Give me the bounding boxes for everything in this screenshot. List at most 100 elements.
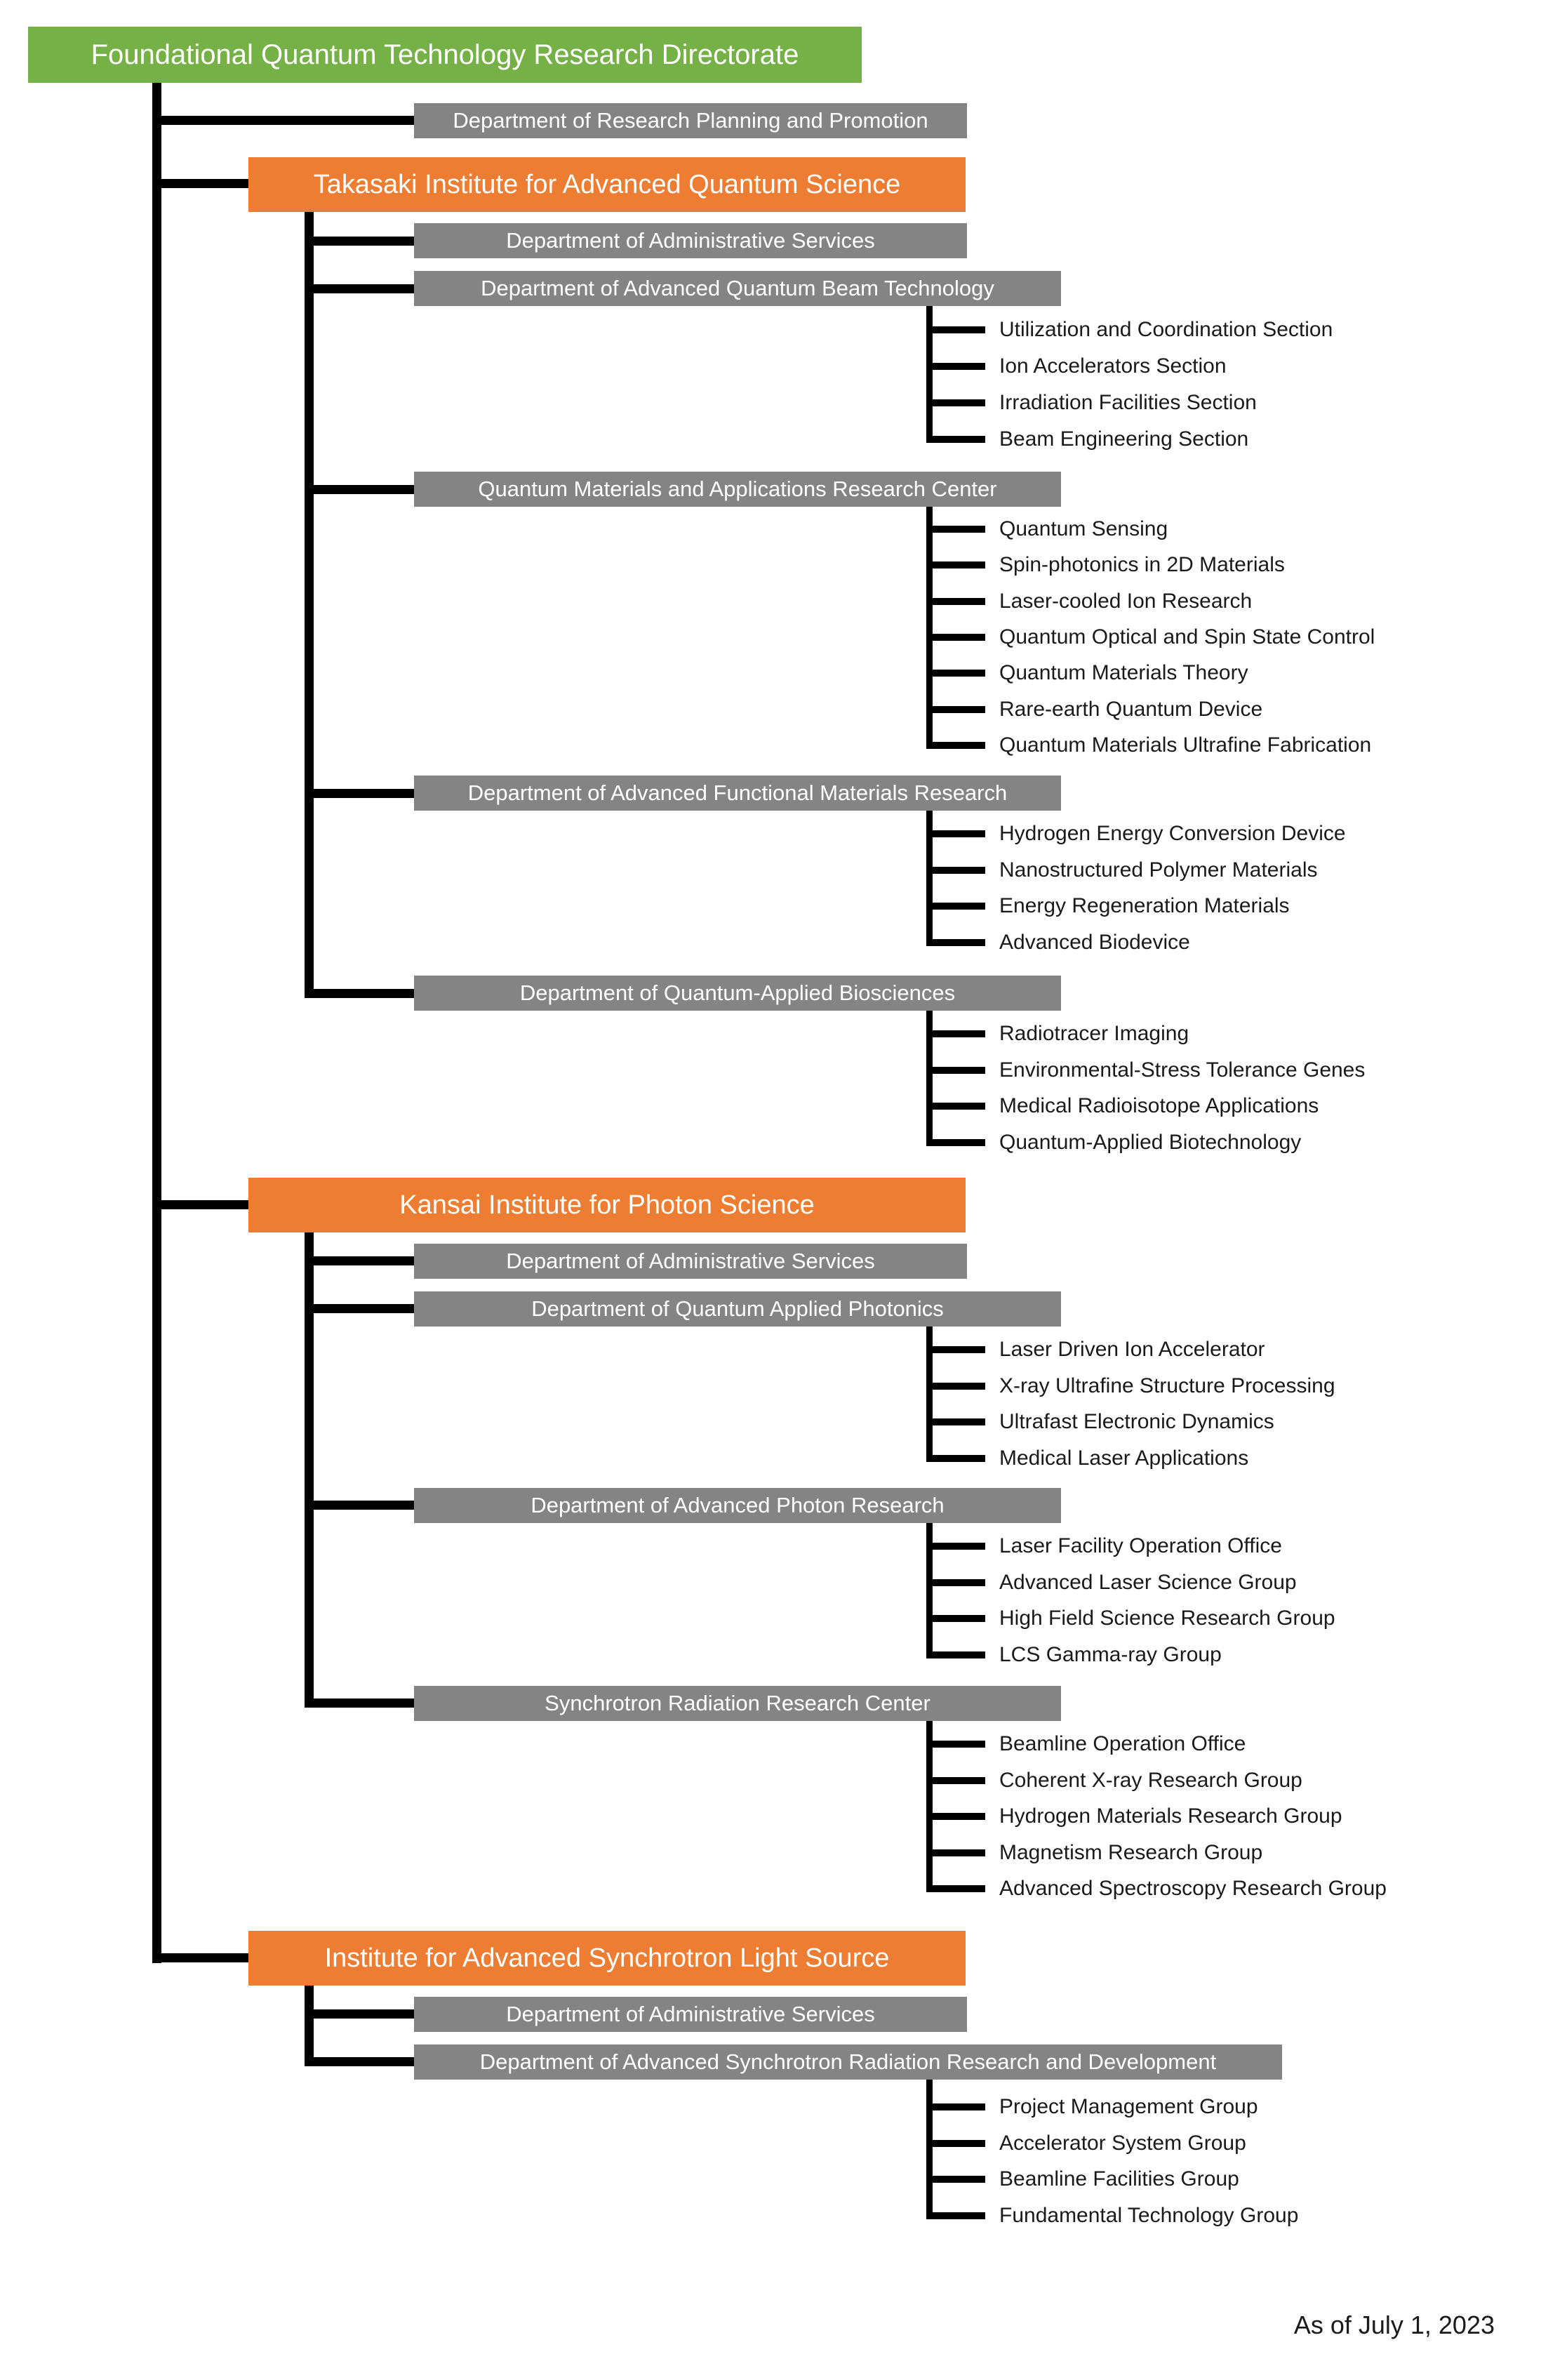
unit-label: Laser Driven Ion Accelerator: [999, 1338, 1265, 1361]
connector-tick: [926, 1455, 985, 1462]
unit-label: Advanced Biodevice: [999, 931, 1190, 954]
connector-tick: [926, 2212, 985, 2219]
institute-box-takasaki: Takasaki Institute for Advanced Quantum …: [248, 157, 966, 212]
connector-tick: [926, 634, 985, 641]
connector-line-units: [926, 1523, 933, 1658]
as-of-date: As of July 1, 2023: [1293, 2311, 1495, 2339]
department-box-takasaki-admin: Department of Administrative Services: [414, 223, 967, 258]
connector-tick: [926, 939, 985, 946]
connector-tick: [926, 742, 985, 749]
department-box-iasls-admin: Department of Administrative Services: [414, 1997, 967, 2032]
connector-tick: [926, 1579, 985, 1586]
institute-box-kansai: Kansai Institute for Photon Science: [248, 1178, 966, 1232]
connector-line-takasaki-trunk: [305, 212, 314, 998]
unit-label: Beam Engineering Section: [999, 427, 1249, 451]
department-box-advanced-photon-research: Department of Advanced Photon Research: [414, 1488, 1061, 1523]
unit-label: Nanostructured Polymer Materials: [999, 858, 1318, 882]
connector-line-units: [926, 507, 933, 745]
connector-line: [305, 237, 414, 246]
department-box-synchrotron-radiation-center: Synchrotron Radiation Research Center: [414, 1686, 1061, 1721]
connector-line-units: [926, 1011, 933, 1145]
connector-line: [305, 485, 414, 494]
connector-tick: [926, 1346, 985, 1353]
connector-line-units: [926, 2080, 933, 2219]
connector-line: [152, 1200, 248, 1209]
connector-tick: [926, 1777, 985, 1784]
department-box-quantum-materials-center: Quantum Materials and Applications Resea…: [414, 472, 1061, 507]
connector-tick: [926, 363, 985, 370]
connector-tick: [926, 1885, 985, 1892]
connector-line: [305, 789, 414, 798]
connector-tick: [926, 1030, 985, 1037]
unit-label: X-ray Ultrafine Structure Processing: [999, 1374, 1335, 1397]
department-box-quantum-applied-photonics: Department of Quantum Applied Photonics: [414, 1291, 1061, 1327]
connector-tick: [926, 1543, 985, 1550]
department-box-research-planning: Department of Research Planning and Prom…: [414, 103, 967, 138]
connector-tick: [926, 706, 985, 713]
connector-line: [305, 284, 414, 293]
connector-line: [305, 1304, 414, 1313]
connector-tick: [926, 436, 985, 443]
unit-label: Accelerator System Group: [999, 2132, 1246, 2155]
connector-line-units: [926, 811, 933, 945]
unit-label: Project Management Group: [999, 2095, 1258, 2118]
connector-line: [152, 116, 414, 125]
connector-tick: [926, 526, 985, 533]
unit-label: Utilization and Coordination Section: [999, 318, 1333, 341]
unit-label: Medical Laser Applications: [999, 1447, 1249, 1470]
connector-line: [152, 1953, 248, 1962]
connector-tick: [926, 903, 985, 910]
unit-label: Hydrogen Materials Research Group: [999, 1804, 1342, 1828]
connector-line-synchrotron-trunk: [305, 1986, 314, 2066]
connector-tick: [926, 2140, 985, 2147]
unit-label: Ion Accelerators Section: [999, 354, 1227, 378]
unit-label: Fundamental Technology Group: [999, 2204, 1299, 2227]
unit-label: Advanced Laser Science Group: [999, 1571, 1297, 1594]
connector-line-kansai-trunk: [305, 1232, 314, 1708]
unit-label: Quantum Materials Ultrafine Fabrication: [999, 733, 1372, 757]
connector-tick: [926, 1103, 985, 1110]
unit-label: Quantum Sensing: [999, 517, 1168, 540]
connector-tick: [926, 1813, 985, 1820]
unit-label: Beamline Operation Office: [999, 1732, 1246, 1755]
department-box-quantum-beam-technology: Department of Advanced Quantum Beam Tech…: [414, 271, 1061, 306]
unit-label: Hydrogen Energy Conversion Device: [999, 822, 1346, 845]
unit-label: LCS Gamma-ray Group: [999, 1643, 1222, 1666]
connector-line: [305, 1501, 414, 1510]
unit-label: Laser Facility Operation Office: [999, 1534, 1282, 1557]
unit-label: Rare-earth Quantum Device: [999, 698, 1263, 721]
connector-line: [305, 1698, 414, 1708]
connector-tick: [926, 2176, 985, 2183]
root-org-box: Foundational Quantum Technology Research…: [28, 27, 862, 83]
department-box-functional-materials: Department of Advanced Functional Materi…: [414, 776, 1061, 811]
department-box-quantum-applied-biosciences: Department of Quantum-Applied Bioscience…: [414, 976, 1061, 1011]
unit-label: Environmental-Stress Tolerance Genes: [999, 1058, 1366, 1082]
connector-tick: [926, 326, 985, 333]
connector-tick: [926, 399, 985, 406]
connector-tick: [926, 867, 985, 874]
unit-label: Medical Radioisotope Applications: [999, 1094, 1319, 1117]
unit-label: Advanced Spectroscopy Research Group: [999, 1877, 1387, 1900]
unit-label: Quantum-Applied Biotechnology: [999, 1131, 1302, 1154]
connector-line-main-trunk: [152, 83, 161, 1963]
unit-label: Laser-cooled Ion Research: [999, 590, 1253, 613]
connector-tick: [926, 1067, 985, 1074]
connector-line-units: [926, 306, 933, 442]
unit-label: Ultrafast Electronic Dynamics: [999, 1410, 1274, 1433]
unit-label: Spin-photonics in 2D Materials: [999, 553, 1285, 576]
connector-tick: [926, 1383, 985, 1390]
connector-tick: [926, 1615, 985, 1622]
connector-tick: [926, 1741, 985, 1748]
connector-tick: [926, 830, 985, 837]
connector-line-units: [926, 1721, 933, 1892]
connector-tick: [926, 598, 985, 605]
connector-tick: [926, 1139, 985, 1146]
department-box-kansai-admin: Department of Administrative Services: [414, 1244, 967, 1279]
connector-tick: [926, 670, 985, 677]
connector-tick: [926, 1418, 985, 1425]
connector-line: [305, 2057, 414, 2066]
connector-tick: [926, 2103, 985, 2110]
connector-line: [305, 989, 414, 998]
connector-tick: [926, 1651, 985, 1658]
